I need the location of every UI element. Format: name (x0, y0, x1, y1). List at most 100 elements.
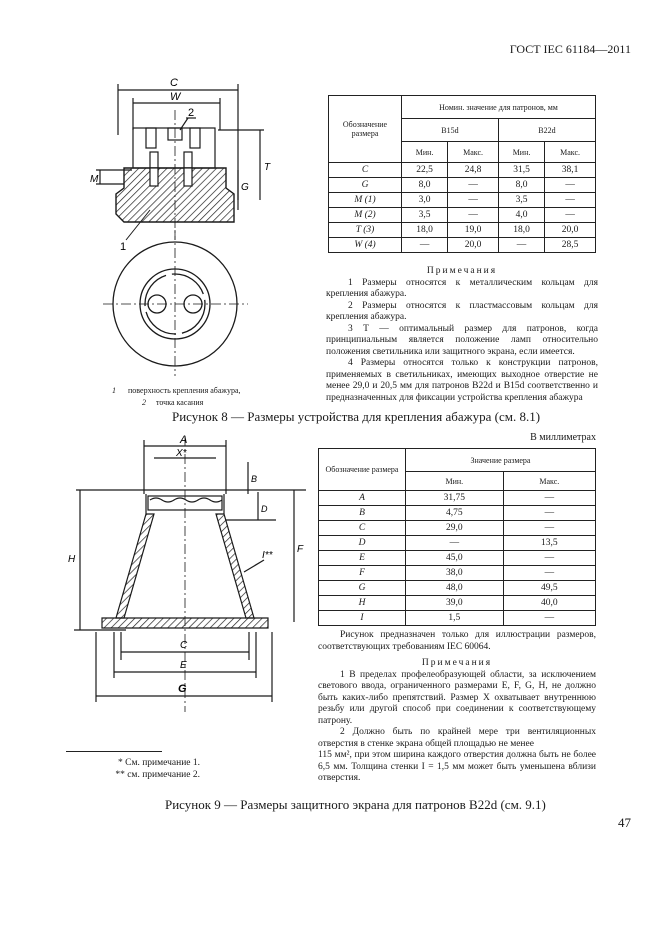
row-value: 24,8 (447, 162, 499, 178)
row-value: — (544, 207, 596, 223)
row-designation: M (1) (328, 192, 402, 208)
label-t: T (264, 162, 271, 173)
row-value: 28,5 (544, 237, 596, 253)
row-value: 31,5 (497, 162, 546, 178)
label-a: A (179, 434, 187, 446)
row-value: — (502, 610, 597, 626)
row-value: 18,0 (497, 222, 546, 238)
row-value: — (405, 535, 504, 551)
row-value: 3,0 (400, 192, 449, 208)
row-value: 4,0 (497, 207, 546, 223)
figure8-notes: Примечания 1 Размеры относятся к металли… (326, 266, 598, 404)
row-value: — (502, 565, 597, 581)
label-i: I** (262, 550, 274, 561)
figure9-table: Обозначение размера Значение размера Мин… (318, 448, 597, 626)
row-designation: H (318, 595, 406, 611)
row-value: 38,0 (405, 565, 504, 581)
legend-item: 1 поверхность крепления абажура, (112, 386, 241, 395)
row-designation: I (318, 610, 406, 626)
row-designation: C (328, 162, 402, 178)
figure8-caption: Рисунок 8 — Размеры устройства для крепл… (172, 409, 541, 424)
standard-header: ГОСТ IEC 61184—2011 (509, 42, 631, 56)
note-1: 1 Размеры относятся к металлическим коль… (326, 277, 598, 300)
row-value: 18,0 (400, 222, 449, 238)
figure8-table: Обозначение размера Номин. значение для … (328, 95, 597, 253)
label-d: D (261, 504, 268, 514)
row-designation: E (318, 550, 406, 566)
row-value: 3,5 (400, 207, 449, 223)
table-row: D—13,5 (318, 535, 597, 551)
label-g: G (178, 683, 187, 695)
row-designation: F (318, 565, 406, 581)
col-nominal: Номин. значение для патронов, мм (401, 95, 596, 119)
row-designation: G (328, 177, 402, 193)
row-designation: C (318, 520, 406, 536)
row-designation: T (3) (328, 222, 402, 238)
note-2b: 115 мм², при этом ширина каждого отверст… (318, 750, 596, 783)
label-e: E (180, 660, 187, 671)
figure8-legend: 1 поверхность крепления абажура, 2 точка… (112, 385, 302, 409)
label-w: W (170, 91, 182, 103)
row-value: 45,0 (405, 550, 504, 566)
note-2a: 2 Должно быть по крайней мере три вентил… (318, 727, 596, 749)
label-x: X* (175, 448, 188, 459)
row-value: — (502, 505, 597, 521)
label-c: C (180, 640, 188, 651)
table-row: M (1)3,0—3,5— (328, 192, 596, 208)
page-number: 47 (618, 815, 631, 830)
row-value: 19,0 (447, 222, 499, 238)
label-2: 2 (188, 107, 194, 119)
table-row: M (2)3,5—4,0— (328, 207, 596, 223)
row-value: — (544, 177, 596, 193)
row-value: — (544, 192, 596, 208)
row-designation: W (4) (328, 237, 402, 253)
row-value: 31,75 (405, 490, 504, 506)
figure9-intro: Рисунок предназначен только для иллюстра… (318, 630, 596, 652)
row-value: 8,0 (497, 177, 546, 193)
figure9-caption: Рисунок 9 — Размеры защитного экрана для… (165, 797, 546, 812)
row-designation: M (2) (328, 207, 402, 223)
legend-item: 2 точка касания (142, 398, 204, 407)
row-value: 40,0 (502, 595, 597, 611)
row-value: — (497, 237, 546, 253)
row-value: 20,0 (447, 237, 499, 253)
col-designation: Обозначение размера (328, 95, 402, 163)
row-value: 48,0 (405, 580, 504, 596)
label-f: F (297, 544, 304, 555)
row-designation: B (318, 505, 406, 521)
row-value: — (447, 192, 499, 208)
footnotes: * См. примечание 1. ** см. примечание 2. (60, 757, 200, 781)
row-value: — (502, 490, 597, 506)
row-value: — (400, 237, 449, 253)
row-value: 3,5 (497, 192, 546, 208)
label-1: 1 (120, 241, 126, 253)
row-value: — (447, 177, 499, 193)
row-designation: G (318, 580, 406, 596)
note-3: 3 Т — оптимальный размер для патронов, к… (326, 323, 598, 357)
note-1: 1 В пределах профелеобразующей области, … (318, 669, 596, 726)
row-value: 1,5 (405, 610, 504, 626)
table-row: W (4)—20,0—28,5 (328, 237, 596, 253)
row-value: 39,0 (405, 595, 504, 611)
row-value: 8,0 (400, 177, 449, 193)
note-2: 2 Размеры относятся к пластмассовым коль… (326, 300, 598, 323)
row-value: 38,1 (544, 162, 596, 178)
note-4: 4 Размеры относятся только к конструкции… (326, 358, 598, 403)
row-value: — (447, 207, 499, 223)
label-c: C (170, 77, 178, 89)
col-value: Значение размера (405, 448, 596, 472)
row-designation: D (318, 535, 406, 551)
notes-title: Примечания (426, 266, 498, 276)
label-b: B (251, 474, 257, 484)
figure9-notes: Примечания 1 В пределах профелеобразующе… (318, 658, 596, 785)
